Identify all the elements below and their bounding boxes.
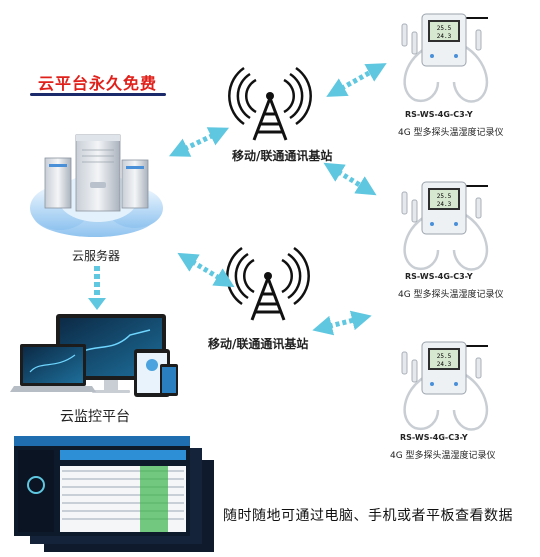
monitor-devices-icon bbox=[10, 314, 178, 397]
device-2-reading-1: 25.5 bbox=[437, 193, 452, 200]
device-3-model: RS-WS-4G-C3-Y bbox=[400, 433, 468, 442]
device-2-reading-2: 24.3 bbox=[437, 201, 452, 208]
device-1-model: RS-WS-4G-C3-Y bbox=[405, 110, 473, 119]
arrow-cloud-tower2 bbox=[177, 252, 235, 288]
free-platform-underline bbox=[30, 93, 166, 96]
cloud-monitor-label: 云监控平台 bbox=[60, 409, 130, 425]
device-3-icon: 25.5 24.3 bbox=[401, 341, 489, 431]
signal-arrows bbox=[168, 63, 387, 336]
arrow-tower1-device2 bbox=[323, 162, 377, 196]
tower-2-icon bbox=[226, 246, 310, 321]
tower-2-label: 移动/联通通讯基站 bbox=[208, 337, 309, 351]
device-1-desc: 4G 型多探头温湿度记录仪 bbox=[398, 128, 504, 138]
device-3-desc: 4G 型多探头温湿度记录仪 bbox=[390, 451, 496, 461]
free-platform-label: 云平台永久免费 bbox=[38, 74, 158, 93]
arrow-cloud-tower1 bbox=[168, 127, 230, 157]
tower-1-label: 移动/联通通讯基站 bbox=[232, 149, 333, 163]
tower-1-icon bbox=[228, 66, 312, 141]
bottom-caption: 随时随地可通过电脑、手机或者平板查看数据 bbox=[223, 508, 513, 524]
device-1-icon: 25.5 24.3 bbox=[401, 13, 489, 103]
cloud-server-icon bbox=[30, 134, 163, 237]
device-3-reading-1: 25.5 bbox=[437, 353, 452, 360]
device-2-model: RS-WS-4G-C3-Y bbox=[405, 272, 473, 281]
device-1-reading-1: 25.5 bbox=[437, 25, 452, 32]
device-2-desc: 4G 型多探头温湿度记录仪 bbox=[398, 290, 504, 300]
arrow-tower2-device3 bbox=[312, 310, 372, 336]
device-3-reading-2: 24.3 bbox=[437, 361, 452, 368]
cloud-server-label: 云服务器 bbox=[72, 249, 121, 263]
device-1-reading-2: 24.3 bbox=[437, 33, 452, 40]
device-2-icon: 25.5 24.3 bbox=[401, 181, 489, 271]
down-arrow-icon bbox=[88, 266, 106, 310]
arrow-tower1-device1 bbox=[326, 63, 387, 97]
dashboard-screens-icon bbox=[14, 436, 214, 552]
